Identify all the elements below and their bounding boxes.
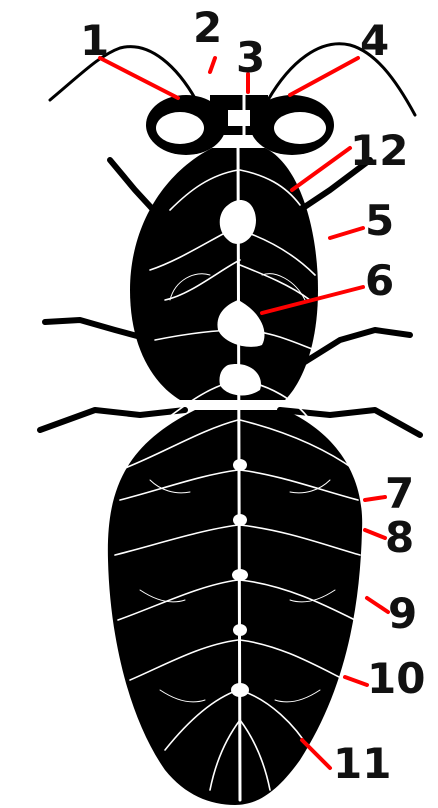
leader-line-5 <box>330 228 363 238</box>
leader-line-8 <box>365 530 385 538</box>
leader-line-4 <box>290 58 358 95</box>
label-7: 7 <box>385 469 414 518</box>
label-4: 4 <box>360 16 389 65</box>
thorax-body <box>130 148 318 400</box>
left-antenna <box>50 47 196 100</box>
label-8: 8 <box>385 513 414 562</box>
label-2: 2 <box>193 3 222 52</box>
head <box>146 95 334 155</box>
label-9: 9 <box>388 589 417 638</box>
label-10: 10 <box>367 654 425 703</box>
abdomen-body <box>108 410 362 805</box>
label-11: 11 <box>333 739 391 788</box>
left-hind-leg <box>40 410 185 430</box>
leader-line-7 <box>365 497 385 500</box>
label-1: 1 <box>80 16 109 65</box>
label-6: 6 <box>365 256 394 305</box>
leader-line-11 <box>302 740 330 768</box>
right-middle-leg <box>300 330 410 365</box>
leader-line-2 <box>210 58 215 72</box>
leader-line-9 <box>367 598 388 612</box>
label-12: 12 <box>350 126 408 175</box>
label-3: 3 <box>236 33 265 82</box>
left-front-leg <box>110 160 158 215</box>
abdomen <box>108 410 362 805</box>
thorax <box>130 148 318 400</box>
leader-line-10 <box>345 677 367 685</box>
label-5: 5 <box>365 196 394 245</box>
frontal-ganglion <box>228 110 250 126</box>
